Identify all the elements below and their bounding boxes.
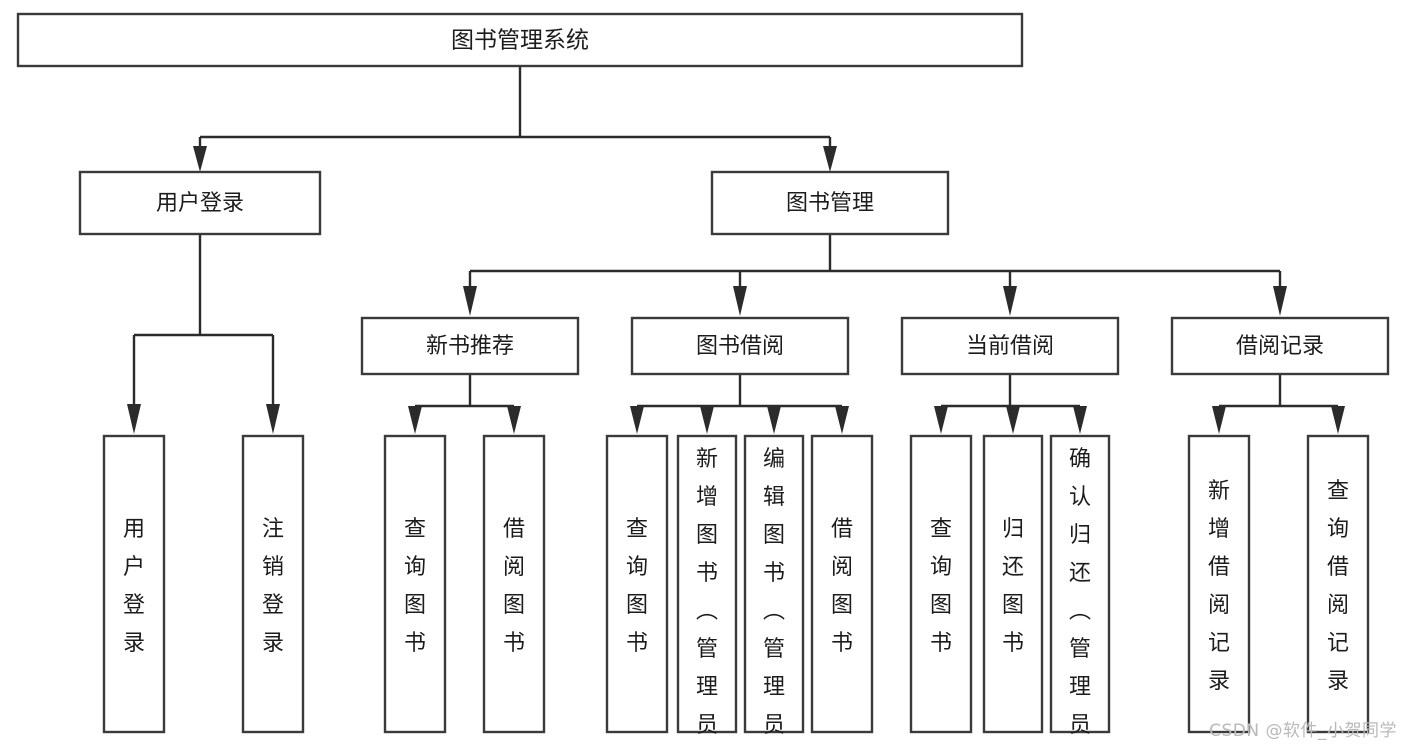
node-book-mgmt[interactable]: 图书管理 <box>710 170 950 236</box>
arrowhead-current-borrow-leaf-3 <box>1073 406 1087 434</box>
leaf-node-box[interactable] <box>810 434 874 734</box>
leaf-node[interactable]: 用户登录 <box>102 434 166 734</box>
node-borrow-record-box[interactable] <box>1170 316 1390 376</box>
arrowhead-borrow-record-leaf-2 <box>1331 406 1345 434</box>
node-user-login-label: 用户登录 <box>156 191 244 216</box>
leaf-node-layer: 用户登录 注销登录 查询图书 借阅图书 查询图书 新增图书︵管理员︶ 编辑图书︵管理员︶ 借阅… <box>102 434 1370 747</box>
node-book-borrow-box[interactable] <box>630 316 850 376</box>
leaf-node[interactable]: 查询图书 <box>909 434 973 734</box>
arrowhead-root-to-book-mgmt <box>823 146 837 172</box>
arrowhead-user-login-leaf-1 <box>127 404 141 434</box>
leaf-node-label: 用户登录 <box>123 517 145 656</box>
leaf-node[interactable]: 借阅图书 <box>482 434 546 734</box>
arrowhead-book-mgmt-child-4 <box>1273 286 1287 316</box>
leaf-node-label: 查询借阅记录 <box>1327 479 1349 694</box>
leaf-node-box[interactable] <box>1187 434 1251 734</box>
node-new-book-rec[interactable]: 新书推荐 <box>360 316 580 376</box>
leaf-node-box[interactable] <box>743 434 805 734</box>
arrowhead-user-login-leaf-2 <box>266 404 280 434</box>
connector-group-root <box>193 66 837 172</box>
node-current-borrow-label: 当前借阅 <box>966 334 1054 359</box>
node-book-mgmt-label: 图书管理 <box>786 191 874 216</box>
arrowhead-root-to-user-login <box>193 146 207 172</box>
leaf-node-box[interactable] <box>1049 434 1111 734</box>
leaf-node-label: 查询图书 <box>930 517 952 656</box>
arrowhead-book-mgmt-child-2 <box>733 286 747 316</box>
node-root-box[interactable] <box>16 12 1024 68</box>
arrowhead-current-borrow-leaf-2 <box>1006 406 1020 434</box>
leaf-node-box[interactable] <box>482 434 546 734</box>
arrowhead-book-borrow-leaf-1 <box>630 406 644 434</box>
node-current-borrow[interactable]: 当前借阅 <box>900 316 1120 376</box>
leaf-node-box[interactable] <box>605 434 669 734</box>
leaf-node-box[interactable] <box>909 434 973 734</box>
node-new-book-rec-label: 新书推荐 <box>426 334 514 359</box>
leaf-node-box[interactable] <box>241 434 305 734</box>
arrowhead-book-mgmt-child-3 <box>1003 286 1017 316</box>
leaf-node-label: 借阅图书 <box>503 517 525 656</box>
connector-group-current-borrow <box>934 374 1087 434</box>
arrowhead-book-borrow-leaf-4 <box>835 406 849 434</box>
node-borrow-record[interactable]: 借阅记录 <box>1170 316 1390 376</box>
node-user-login-box[interactable] <box>78 170 322 236</box>
leaf-node-label: 确认归还︵管理员︶ <box>1069 447 1091 747</box>
leaf-node-box[interactable] <box>102 434 166 734</box>
node-book-mgmt-box[interactable] <box>710 170 950 236</box>
leaf-node-label: 归还图书 <box>1002 517 1024 656</box>
node-root-label: 图书管理系统 <box>451 28 589 54</box>
leaf-node-label: 查询图书 <box>404 517 426 656</box>
leaf-node-label: 查询图书 <box>626 517 648 656</box>
node-borrow-record-label: 借阅记录 <box>1236 334 1324 359</box>
leaf-node[interactable]: 借阅图书 <box>810 434 874 734</box>
arrowhead-new-book-rec-leaf-1 <box>408 406 422 434</box>
arrowhead-book-borrow-leaf-2 <box>700 406 714 434</box>
leaf-node[interactable]: 查询借阅记录 <box>1306 434 1370 734</box>
leaf-node-label: 注销登录 <box>262 517 284 656</box>
leaf-node-box[interactable] <box>383 434 447 734</box>
arrowhead-borrow-record-leaf-1 <box>1212 406 1226 434</box>
connector-group-new-book-rec <box>408 374 521 434</box>
node-user-login[interactable]: 用户登录 <box>78 170 322 236</box>
arrowhead-book-mgmt-child-1 <box>463 286 477 316</box>
leaf-node[interactable]: 新增借阅记录 <box>1187 434 1251 734</box>
leaf-node[interactable]: 查询图书 <box>383 434 447 734</box>
leaf-node-label: 编辑图书︵管理员︶ <box>763 447 785 747</box>
leaf-node-label: 新增图书︵管理员︶ <box>696 447 718 747</box>
leaf-node[interactable]: 确认归还︵管理员︶ <box>1049 434 1111 747</box>
connector-group-user-login <box>127 234 280 434</box>
leaf-node[interactable]: 编辑图书︵管理员︶ <box>743 434 805 747</box>
leaf-node[interactable]: 新增图书︵管理员︶ <box>676 434 738 747</box>
arrowhead-current-borrow-leaf-1 <box>934 406 948 434</box>
node-root[interactable]: 图书管理系统 <box>16 12 1024 68</box>
leaf-node[interactable]: 查询图书 <box>605 434 669 734</box>
connector-group-book-mgmt <box>463 234 1287 316</box>
node-new-book-rec-box[interactable] <box>360 316 580 376</box>
leaf-node[interactable]: 注销登录 <box>241 434 305 734</box>
node-current-borrow-box[interactable] <box>900 316 1120 376</box>
arrowhead-book-borrow-leaf-3 <box>767 406 781 434</box>
connector-group-book-borrow <box>630 374 849 434</box>
node-book-borrow-label: 图书借阅 <box>696 334 784 359</box>
connector-group-borrow-record <box>1212 374 1345 434</box>
leaf-node-box[interactable] <box>676 434 738 734</box>
leaf-node-label: 新增借阅记录 <box>1208 479 1230 694</box>
leaf-node-box[interactable] <box>982 434 1044 734</box>
node-book-borrow[interactable]: 图书借阅 <box>630 316 850 376</box>
leaf-node-label: 借阅图书 <box>831 517 853 656</box>
leaf-node[interactable]: 归还图书 <box>982 434 1044 734</box>
leaf-node-box[interactable] <box>1306 434 1370 734</box>
arrowhead-new-book-rec-leaf-2 <box>507 406 521 434</box>
